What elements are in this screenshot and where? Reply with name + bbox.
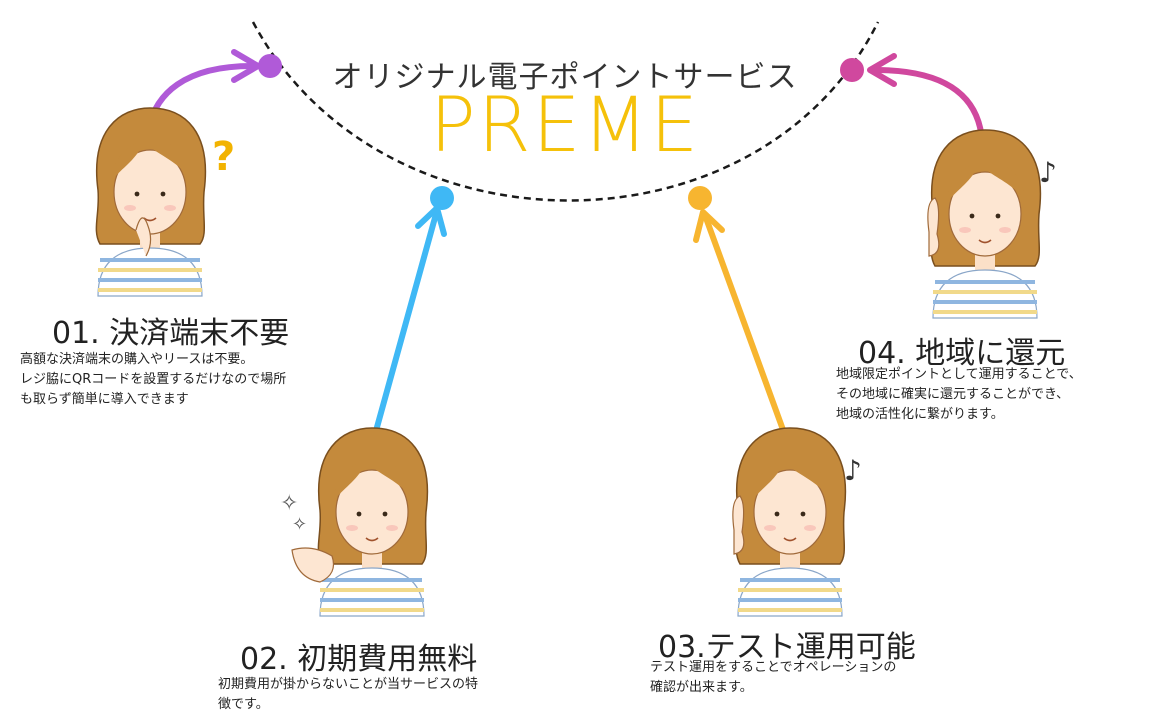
point-03-title: 03.テスト運用可能 <box>658 630 916 665</box>
point-02-desc-line: 初期費用が掛からないことが当サービスの特 <box>218 677 479 692</box>
woman-illustration-04: ♪ <box>927 128 1057 320</box>
point-04-desc-line: その地域に確実に還元することができ、 <box>836 387 1070 402</box>
woman-illustration-03: ♪ <box>732 426 862 618</box>
svg-text:✧: ✧ <box>292 514 307 535</box>
svg-text:?: ? <box>212 134 235 180</box>
point-03-desc-line: テスト運用をすることでオペレーションの <box>650 660 897 675</box>
point-01-desc-line: レジ脇にQRコードを設置するだけなので場所 <box>20 372 287 387</box>
svg-text:♪: ♪ <box>844 454 862 487</box>
point-01-desc: 高額な決済端末の購入やリースは不要。 レジ脇にQRコードを設置するだけなので場所… <box>20 350 360 410</box>
dashed-arc <box>251 21 880 202</box>
point-01-title: 01. 決済端末不要 <box>52 316 290 351</box>
point-03-desc: テスト運用をすることでオペレーションの 確認が出来ます。 <box>650 658 970 698</box>
dot-03 <box>688 186 712 210</box>
arrow-03 <box>703 215 789 441</box>
dot-02 <box>430 186 454 210</box>
svg-text:✧: ✧ <box>280 491 298 516</box>
point-04-desc: 地域限定ポイントとして運用することで、 その地域に確実に還元することができ、 地… <box>836 365 1136 425</box>
service-subtitle: オリジナル電子ポイントサービス <box>332 60 798 95</box>
arrow-02 <box>371 211 439 441</box>
point-02-title: 02. 初期費用無料 <box>240 642 478 677</box>
svg-text:♪: ♪ <box>1039 156 1057 189</box>
point-01-desc-line: も取らず簡単に導入できます <box>20 392 189 407</box>
brand-logo-text: PREME <box>429 80 701 169</box>
point-04-desc-line: 地域限定ポイントとして運用することで、 <box>836 367 1082 382</box>
point-04-title: 04. 地域に還元 <box>858 336 1066 371</box>
dot-01 <box>258 54 282 78</box>
point-01-desc-line: 高額な決済端末の購入やリースは不要。 <box>20 352 254 367</box>
dot-04 <box>840 58 864 82</box>
point-02-desc: 初期費用が掛からないことが当サービスの特 徴です。 <box>218 675 558 715</box>
point-03-desc-line: 確認が出来ます。 <box>650 680 753 695</box>
woman-illustration-02: ✧ ✧ <box>280 426 430 618</box>
woman-illustration-01: ? <box>94 106 235 298</box>
arrow-04 <box>873 67 985 143</box>
point-04-desc-line: 地域の活性化に繋がります。 <box>836 407 1004 422</box>
point-02-desc-line: 徴です。 <box>218 697 269 712</box>
